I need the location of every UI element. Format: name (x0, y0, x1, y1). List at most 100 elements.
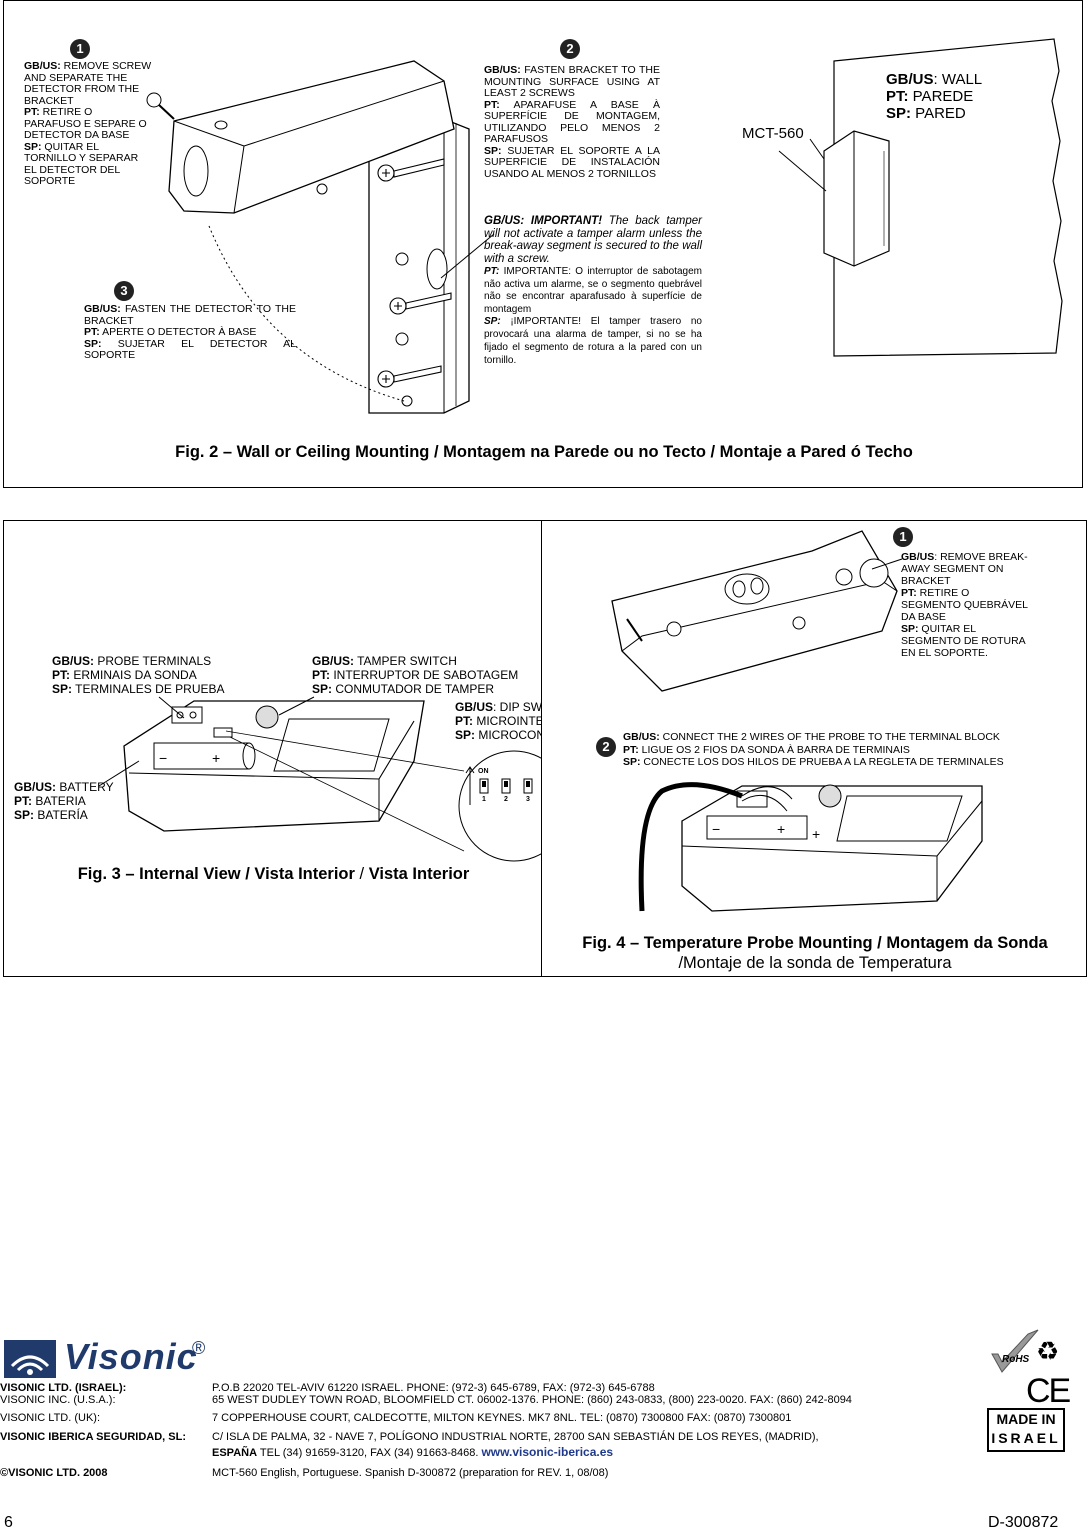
gb-text: CONNECT THE 2 WIRES OF THE PROBE TO THE … (659, 731, 1000, 743)
gb-text: : REMOVE BREAK-AWAY SEGMENT ON BRACKET (901, 551, 1028, 587)
sp-label: SP: (24, 140, 42, 153)
footer-row-iberica-line2: ESPAÑA TEL (34) 91659-3120, FAX (34) 916… (212, 1446, 952, 1460)
sp-label: SP: (886, 105, 912, 122)
footer-label: VISONIC INC. (U.S.A.): (0, 1394, 116, 1406)
step1-number-badge: 1 (70, 39, 90, 59)
device-model-label: MCT-560 (742, 125, 804, 142)
battery-label: GB/US: BATTERY PT: BATERIA SP: BATERÍA (14, 780, 114, 822)
wall-label: GB/US: WALL PT: PAREDE SP: PARED (886, 71, 982, 122)
svg-text:+: + (212, 750, 220, 766)
tamper-switch-label: GB/US: TAMPER SWITCH PT: INTERRUPTOR DE … (312, 654, 518, 696)
doc-info: MCT-560 English, Portuguese. Spanish D-3… (212, 1467, 609, 1479)
step3-number-badge: 3 (114, 281, 134, 301)
caption-part-a: Fig. 3 – Internal View / Vista Interior (77, 865, 360, 883)
sp-label: SP: (52, 682, 73, 696)
pt-label: PT: (484, 266, 500, 277)
footer-row-uk: VISONIC LTD. (UK):7 COPPERHOUSE COURT, C… (0, 1412, 960, 1425)
gb-text: : DIP SW (493, 700, 542, 714)
pt-label: PT: (484, 98, 500, 111)
pt-text: MICROINTE (473, 714, 542, 728)
fig2-panel: 1 GB/US: REMOVE SCREW AND SEPARATE THE D… (3, 0, 1083, 488)
logo-wordmark: Visonic (64, 1336, 198, 1377)
sp-text: SUJETAR EL SOPORTE A LA SUPERFICIE DE IN… (484, 144, 660, 180)
internal-view-illustration: − + (98, 696, 541, 862)
pt-text: APARAFUSE A BASE À SUPERFÍCIE DE MONTAGE… (484, 98, 660, 145)
footer-row-copyright: ©VISONIC LTD. 2008 MCT-560 English, Portu… (0, 1467, 960, 1480)
sp-text: QUITAR EL SEGMENTO DE ROTURA EN EL SOPOR… (901, 623, 1026, 659)
svg-text:+: + (812, 826, 820, 842)
fig3-caption: Fig. 3 – Internal View / Vista Interior … (4, 865, 541, 884)
footer-row-iberica: VISONIC IBERICA SEGURIDAD, SL: C/ ISLA DE… (0, 1431, 960, 1444)
caption-separator: / (359, 865, 365, 883)
gb-text: : WALL (933, 71, 983, 88)
footer-country: ESPAÑA (212, 1447, 258, 1459)
caption-part-b: Vista Interior (364, 865, 470, 883)
pt-label: PT: (52, 668, 70, 682)
fig3-panel: − + ON 1 2 3 GB/US: PROBE TERMINALS PT: … (3, 520, 542, 977)
gb-label: GB/US: (24, 60, 61, 72)
iberica-website-link[interactable]: www.visonic-iberica.es (481, 1445, 614, 1459)
sp-text: SUJETAR EL DETECTOR AL SOPORTE (84, 337, 296, 361)
recycle-icon: ♻ (1036, 1336, 1060, 1366)
gb-text: FASTEN THE DETECTOR TO THE BRACKET (84, 303, 296, 327)
gb-text: REMOVE SCREW AND SEPARATE THE DETECTOR F… (24, 60, 152, 107)
made-in-israel-badge: MADE IN ISRAEL (987, 1408, 1065, 1452)
step2-number-badge: 2 (596, 737, 616, 757)
pt-text: INTERRUPTOR DE SABOTAGEM (330, 668, 519, 682)
rohs-label: RoHS (1002, 1354, 1030, 1365)
pt-label: PT: (312, 668, 330, 682)
important-note: GB/US: IMPORTANT! The back tamper will n… (484, 215, 702, 367)
step2-instruction: GB/US: CONNECT THE 2 WIRES OF THE PROBE … (623, 731, 1043, 769)
footer-text: 7 COPPERHOUSE COURT, CALDECOTTE, MILTON … (212, 1412, 792, 1424)
footer-text: C/ ISLA DE PALMA, 32 - NAVE 7, POLÍGONO … (212, 1431, 819, 1443)
caption-bold: Fig. 4 – Temperature Probe Mounting / Mo… (582, 934, 1048, 952)
svg-text:+: + (777, 821, 785, 837)
page-number: 6 (4, 1514, 13, 1531)
footer-label: VISONIC IBERICA SEGURIDAD, SL: (0, 1431, 186, 1443)
step1-number-badge: 1 (893, 527, 913, 547)
pt-text: RETIRE O SEGMENTO QUEBRÁVEL DA BASE (901, 587, 1028, 623)
sp-label: SP: (455, 728, 476, 742)
sp-label: SP: (623, 756, 641, 768)
gb-label: GB/US: (623, 731, 660, 743)
footer-text: 65 WEST DUDLEY TOWN ROAD, BLOOMFIELD CT.… (212, 1394, 852, 1406)
gb-label: GB/US: (312, 654, 354, 668)
step1-instruction: GB/US: REMOVE BREAK-AWAY SEGMENT ON BRAC… (901, 551, 1029, 659)
pt-label: PT: (455, 714, 473, 728)
step1-instruction: GB/US: REMOVE SCREW AND SEPARATE THE DET… (24, 60, 152, 188)
step2-instruction: GB/US: FASTEN BRACKET TO THE MOUNTING SU… (484, 64, 660, 180)
footer-text: P.O.B 22020 TEL-AVIV 61220 ISRAEL. PHONE… (212, 1382, 655, 1394)
step2-number-badge: 2 (560, 39, 580, 59)
footer-row-israel: VISONIC LTD. (ISRAEL):P.O.B 22020 TEL-AV… (0, 1382, 960, 1395)
gb-text: TAMPER SWITCH (354, 654, 457, 668)
ce-mark: CE (1026, 1372, 1071, 1410)
gb-text: BATTERY (56, 780, 114, 794)
pt-label: PT: (84, 326, 100, 338)
pt-label: PT: (14, 794, 32, 808)
pt-label: PT: (24, 106, 40, 118)
dip-2-label: 2 (504, 796, 508, 803)
pt-text: LIGUE OS 2 FIOS DA SONDA À BARRA DE TERM… (638, 743, 910, 756)
gb-text: FASTEN BRACKET TO THE MOUNTING SURFACE U… (484, 64, 660, 99)
pt-label: PT: (623, 743, 639, 756)
made-in-line2: ISRAEL (991, 1430, 1061, 1446)
pt-text: BATERIA (32, 794, 86, 808)
rohs-mark: RoHS ♻ (988, 1328, 1068, 1376)
document-number: D-300872 (988, 1514, 1059, 1531)
sp-label: SP: (484, 316, 501, 327)
sp-text: MICROCON (475, 728, 542, 742)
gb-label: GB/US: (14, 780, 56, 794)
sp-label: SP: (312, 682, 333, 696)
gb-text: PROBE TERMINALS (94, 654, 212, 668)
fig4-panel: − + + 1 GB/US: REMOVE BREAK-AWAY SEGMENT… (541, 520, 1087, 977)
gb-label: GB/US (886, 71, 934, 88)
pt-text: ERMINAIS DA SONDA (70, 668, 197, 682)
detector-bracket-illustration (146, 38, 1063, 414)
sp-label: SP: (901, 623, 919, 635)
caption-normal: /Montaje de la sonda de Temperatura (678, 954, 952, 972)
sp-text: BATERÍA (34, 808, 88, 822)
pt-text: APERTE O DETECTOR À BASE (99, 326, 257, 338)
pt-text: IMPORTANTE: O interruptor de sabotagem n… (484, 266, 702, 315)
copyright: ©VISONIC LTD. 2008 (0, 1467, 108, 1479)
sp-text: QUITAR EL TORNILLO Y SEPARAR EL DETECTOR… (24, 140, 139, 187)
